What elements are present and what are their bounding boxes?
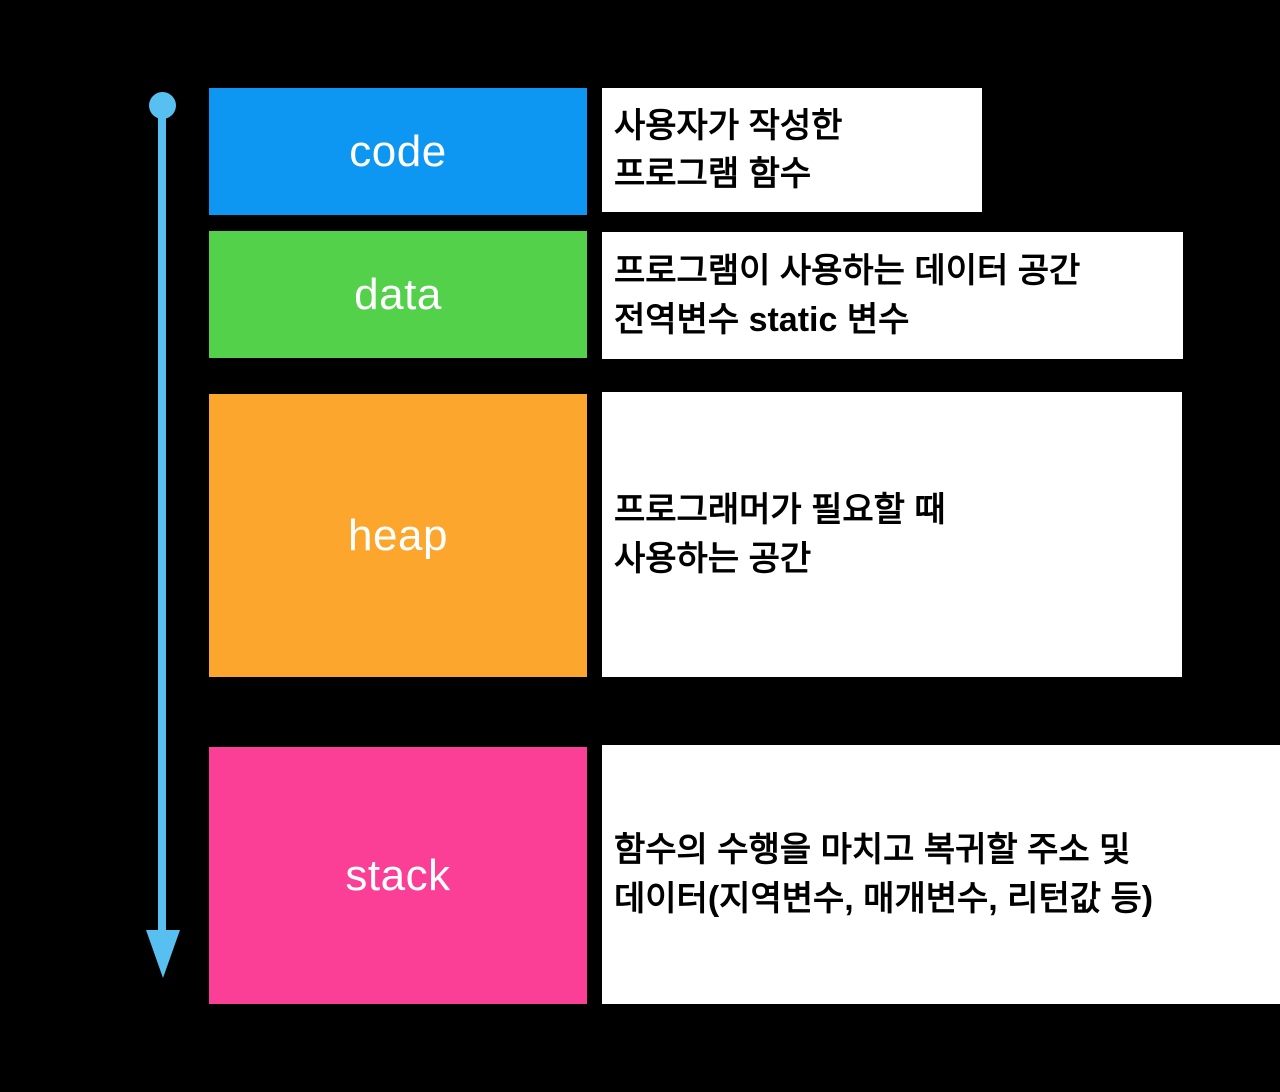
description-line: 함수의 수행을 마치고 복귀할 주소 및: [614, 831, 1131, 870]
description-box-heap: 프로그래머가 필요할 때 사용하는 공간: [602, 392, 1182, 677]
description-line: 프로그램 함수: [614, 155, 812, 193]
description-line: 사용자가 작성한: [614, 106, 843, 145]
segment-label-data: data: [354, 269, 442, 319]
description-box-data: 프로그램이 사용하는 데이터 공간 전역변수 static 변수: [602, 232, 1183, 359]
description-box-stack: 함수의 수행을 마치고 복귀할 주소 및 데이터(지역변수, 매개변수, 리턴값…: [602, 745, 1280, 1004]
description-line: 사용하는 공간: [614, 539, 812, 578]
description-line: 데이터(지역변수, 매개변수, 리턴값 등): [614, 879, 1154, 918]
segment-label-heap: heap: [348, 510, 448, 560]
memory-address-direction-arrow: [146, 92, 182, 978]
description-line: 프로그래머가 필요할 때: [614, 491, 946, 530]
segment-block-code: code: [209, 88, 587, 215]
segment-block-data: data: [209, 231, 587, 358]
segment-block-stack: stack: [209, 747, 587, 1004]
arrow-shaft: [158, 112, 166, 944]
segment-label-stack: stack: [345, 850, 451, 900]
description-line: 전역변수 static 변수: [614, 300, 910, 339]
arrow-head-icon: [146, 930, 180, 978]
description-line: 프로그램이 사용하는 데이터 공간: [614, 252, 1081, 291]
segment-block-heap: heap: [209, 394, 587, 677]
segment-label-code: code: [349, 126, 447, 176]
description-box-code: 사용자가 작성한 프로그램 함수: [602, 88, 982, 212]
